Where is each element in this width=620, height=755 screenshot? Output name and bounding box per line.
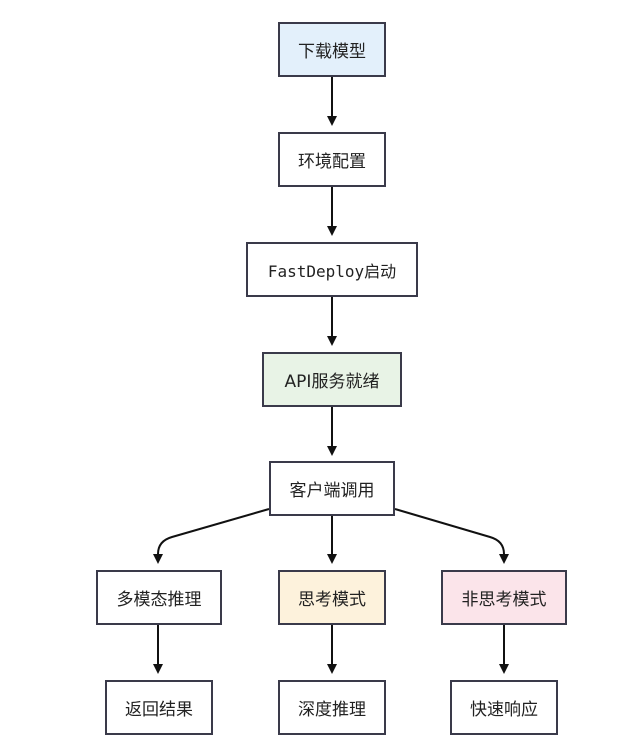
node-non-thinking-mode: 非思考模式 [441,570,567,625]
node-download-model: 下载模型 [278,22,386,77]
node-deep-reasoning: 深度推理 [278,680,386,735]
node-fastdeploy-start: FastDeploy启动 [246,242,418,297]
node-env-config: 环境配置 [278,132,386,187]
node-multimodal-infer: 多模态推理 [96,570,222,625]
edge-client-to-nonthinking [394,508,509,564]
edge-client-to-multimodal [153,508,270,564]
node-return-result: 返回结果 [105,680,213,735]
node-fast-response: 快速响应 [450,680,558,735]
node-api-ready: API服务就绪 [262,352,402,407]
node-thinking-mode: 思考模式 [278,570,386,625]
node-client-call: 客户端调用 [269,461,395,516]
